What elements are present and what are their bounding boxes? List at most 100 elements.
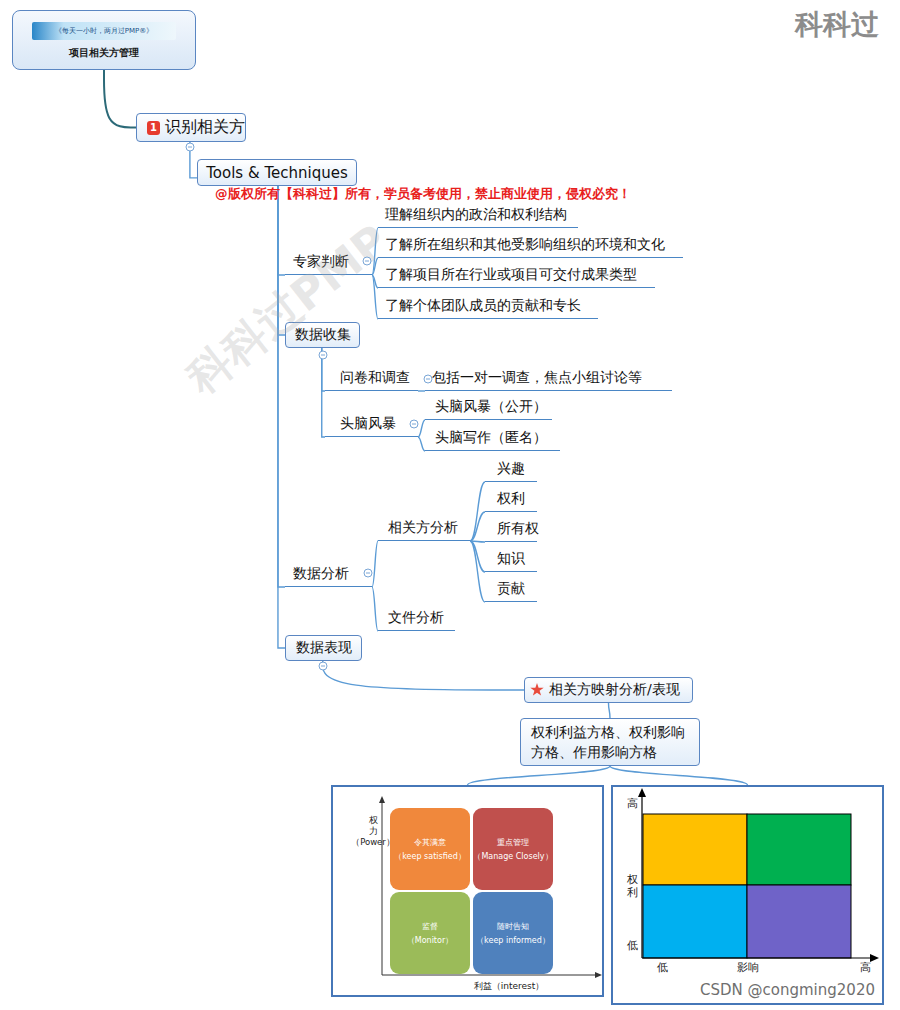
grid-quadrant: 随时告知 （keep informed） bbox=[473, 892, 553, 974]
axis-line bbox=[382, 800, 383, 975]
quadrant-label: （keep satisfied） bbox=[394, 851, 465, 862]
axis-line bbox=[642, 957, 872, 958]
sub-topic: 文件分析 bbox=[378, 605, 455, 631]
topic-text: 知识 bbox=[497, 550, 525, 568]
leaf-topic: 了解个体团队成员的贡献和专长 bbox=[378, 293, 598, 319]
topic-text: 兴趣 bbox=[497, 460, 525, 478]
leaf-topic: 了解项目所在行业或项目可交付成果类型 bbox=[378, 262, 655, 288]
step-number: 1 bbox=[147, 121, 160, 135]
grid-quadrant: 令其满意 （keep satisfied） bbox=[390, 808, 470, 890]
connector bbox=[323, 661, 524, 690]
star-icon bbox=[530, 683, 543, 696]
connector bbox=[278, 186, 285, 587]
watermark: 科科过PMP bbox=[175, 212, 401, 406]
axis-label: 权利 bbox=[625, 873, 639, 899]
topic-text: 权利利益方格、权利影响方格、作用影响方格 bbox=[531, 722, 689, 763]
topic-text: 文件分析 bbox=[388, 609, 444, 627]
collapse-minus bbox=[321, 666, 325, 667]
root-topic: 《每天一小时，两月过PMP®》项目相关方管理 bbox=[12, 10, 196, 70]
power-influence-chart bbox=[638, 788, 879, 962]
topic-text: 理解组织内的政治和权利结构 bbox=[385, 206, 567, 224]
axis-label: 低 bbox=[655, 961, 669, 974]
connector bbox=[610, 766, 748, 785]
collapse-circle bbox=[319, 351, 327, 359]
collapse-circle bbox=[410, 420, 418, 428]
connector bbox=[418, 420, 425, 437]
power-influence-grid: 高权利低低影响高 bbox=[611, 785, 884, 1005]
axis-arrow bbox=[638, 788, 646, 797]
quadrant-label: 重点管理 bbox=[497, 837, 529, 848]
topic-text: 识别相关方 bbox=[165, 117, 245, 138]
topic-text: 了解个体团队成员的贡献和专长 bbox=[385, 297, 581, 315]
grid-quadrant: 重点管理（Manage Closely） bbox=[473, 808, 553, 890]
topic-text: 权利 bbox=[497, 490, 525, 508]
collapse-minus bbox=[365, 261, 369, 262]
axis-line bbox=[641, 794, 642, 958]
source-credit: CSDN @congming2020 bbox=[700, 981, 875, 999]
banner-text: 《每天一小时，两月过PMP®》 bbox=[32, 22, 176, 40]
topic-text: 数据分析 bbox=[293, 565, 349, 583]
quadrant-label: 随时告知 bbox=[497, 921, 529, 932]
connector bbox=[609, 703, 611, 718]
leaf-topic: 所有权 bbox=[485, 516, 537, 542]
tools-box: Tools & Techniques bbox=[197, 159, 357, 186]
topic-text: 问卷和调查 bbox=[340, 369, 410, 387]
axis-label: 利益（interest） bbox=[461, 981, 557, 992]
leaf-topic: 知识 bbox=[485, 546, 537, 572]
grid-cell bbox=[747, 814, 851, 885]
connector bbox=[278, 186, 285, 648]
leaf-topic: 了解所在组织和其他受影响组织的环境和文化 bbox=[378, 232, 683, 258]
copyright-note: @版权所有【科科过】所有，学员备考使用，禁止商业使用，侵权必究！ bbox=[215, 186, 631, 203]
mapping-box: 相关方映射分析/表现 bbox=[524, 677, 693, 703]
connector bbox=[470, 512, 485, 541]
topic-text: 项目相关方管理 bbox=[69, 46, 139, 60]
topic-text: 头脑风暴（公开） bbox=[435, 398, 547, 416]
quadrant-label: （keep informed） bbox=[476, 935, 550, 946]
topic-text: 了解项目所在行业或项目可交付成果类型 bbox=[385, 266, 637, 284]
topic-text: 贡献 bbox=[497, 580, 525, 598]
quadrant-label: （Monitor） bbox=[407, 935, 453, 946]
axis-label: 高 bbox=[625, 797, 639, 810]
topic-text: 所有权 bbox=[497, 520, 539, 538]
process-step: 1 识别相关方 bbox=[136, 113, 246, 142]
topic-text: 头脑风暴 bbox=[340, 415, 396, 433]
connector bbox=[190, 142, 197, 178]
collapse-circle bbox=[364, 569, 372, 577]
collapse-minus bbox=[188, 147, 192, 148]
power-interest-grid: 权力（Power）利益（interest）令其满意（keep satisfied… bbox=[331, 785, 604, 997]
branch-topic: 数据分析 bbox=[285, 561, 372, 587]
topic-text: 相关方分析 bbox=[388, 519, 458, 537]
leaf-topic: 理解组织内的政治和权利结构 bbox=[378, 202, 578, 228]
collapse-circle bbox=[319, 662, 327, 670]
collapse-minus bbox=[366, 573, 370, 574]
connector bbox=[418, 390, 425, 391]
topic-text: 包括一对一调查，焦点小组讨论等 bbox=[432, 369, 642, 387]
collapse-circle bbox=[186, 143, 194, 151]
leaf-topic: 包括一对一调查，焦点小组讨论等 bbox=[425, 365, 672, 391]
connector bbox=[372, 541, 378, 587]
watermark: 科科过 bbox=[795, 6, 879, 44]
leaf-topic: 兴趣 bbox=[485, 456, 537, 482]
collapse-circle bbox=[363, 257, 371, 265]
grid-quadrant: 监督（Monitor） bbox=[390, 892, 470, 974]
leaf-topic: 贡献 bbox=[485, 576, 537, 602]
collapse-minus bbox=[321, 355, 325, 356]
collapse-markers bbox=[186, 143, 432, 670]
topic-text: 了解所在组织和其他受影响组织的环境和文化 bbox=[385, 236, 665, 254]
leaf-topic: 头脑写作（匿名） bbox=[425, 425, 560, 451]
branch-box: 数据表现 bbox=[285, 635, 362, 661]
collapse-circle bbox=[424, 375, 432, 383]
connector bbox=[104, 70, 136, 128]
connector bbox=[468, 766, 611, 785]
quadrant-label: 令其满意 bbox=[414, 837, 446, 848]
topic-text: 相关方映射分析/表现 bbox=[549, 681, 680, 699]
leaf-topic: 权利 bbox=[485, 486, 537, 512]
axis-label: 权力 bbox=[366, 815, 380, 837]
grid-cell bbox=[643, 885, 747, 958]
axis-label: 高 bbox=[858, 961, 872, 974]
topic-text: 头脑写作（匿名） bbox=[435, 429, 547, 447]
leaf-topic: 头脑风暴（公开） bbox=[425, 394, 552, 420]
